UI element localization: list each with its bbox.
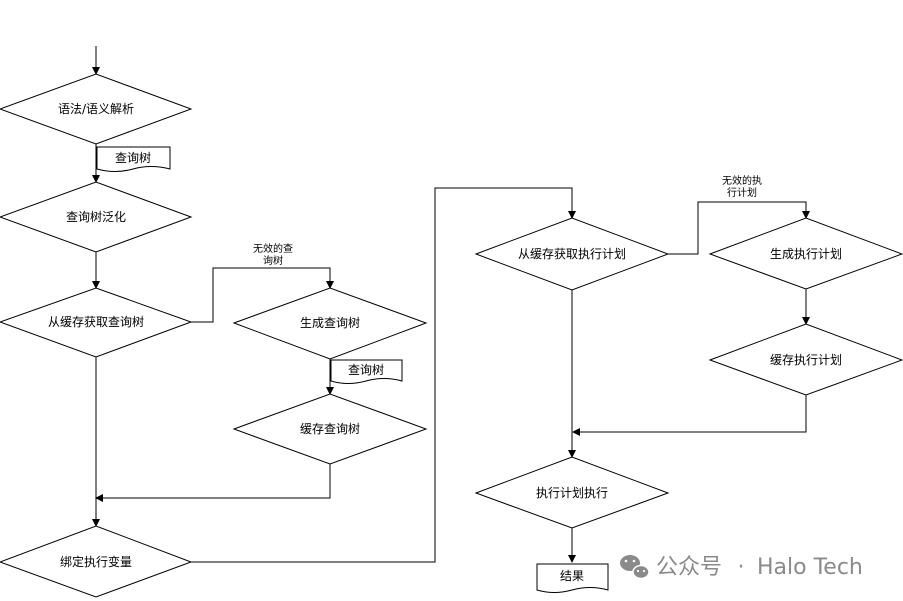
watermark-text-left: 公众号	[656, 555, 722, 580]
node-cache-tree-get: 从缓存获取查询树	[0, 287, 193, 358]
doc-query-tree-1: 查询树	[96, 146, 171, 172]
node-gen-plan: 生成执行计划	[708, 217, 903, 290]
arrow-invalid-plan	[668, 201, 810, 255]
label-invalid-tree-line1: 无效的查	[253, 242, 293, 255]
doc-result-label: 结果	[560, 569, 584, 583]
label-invalid-plan-line2: 行计划	[727, 186, 757, 199]
watermark-text-right: Halo Tech	[757, 555, 863, 580]
connectors	[92, 46, 810, 563]
node-bind-label: 绑定执行变量	[60, 554, 132, 569]
arrow-cache-tree-return	[95, 464, 331, 502]
node-cache-plan: 缓存执行计划	[708, 323, 903, 396]
node-generalize: 查询树泛化	[0, 181, 193, 253]
node-cache-tree: 缓存查询树	[232, 393, 428, 465]
node-cache-tree-get-label: 从缓存获取查询树	[48, 314, 144, 329]
node-generalize-label: 查询树泛化	[66, 209, 126, 224]
arrow-invalid-tree	[191, 267, 334, 323]
doc-query-tree-2-label: 查询树	[348, 362, 384, 377]
node-gen-tree: 生成查询树	[232, 287, 428, 360]
node-exec-plan: 执行计划执行	[474, 456, 670, 529]
node-cache-tree-label: 缓存查询树	[300, 421, 360, 436]
label-invalid-tree-line2: 询树	[263, 254, 283, 267]
watermark-separator: ·	[738, 555, 745, 580]
node-parse: 语法/语义解析	[0, 73, 193, 145]
arrow-cache-plan-return	[572, 395, 807, 436]
node-cache-plan-get: 从缓存获取执行计划	[474, 217, 670, 291]
doc-query-tree-2: 查询树	[330, 359, 403, 384]
node-cache-plan-get-label: 从缓存获取执行计划	[518, 247, 626, 261]
node-gen-plan-label: 生成执行计划	[770, 247, 842, 261]
node-gen-tree-label: 生成查询树	[300, 315, 360, 330]
arrow-bind-to-plan-cache	[191, 187, 576, 563]
node-bind: 绑定执行变量	[0, 525, 193, 598]
node-cache-plan-label: 缓存执行计划	[770, 353, 842, 367]
wechat-icon	[620, 555, 650, 580]
node-exec-plan-label: 执行计划执行	[536, 486, 608, 500]
label-invalid-plan-line1: 无效的执	[722, 174, 762, 187]
doc-result: 结果	[536, 563, 609, 593]
node-parse-label: 语法/语义解析	[58, 102, 134, 116]
watermark: 公众号 · Halo Tech	[620, 555, 863, 580]
doc-query-tree-1-label: 查询树	[115, 150, 151, 165]
